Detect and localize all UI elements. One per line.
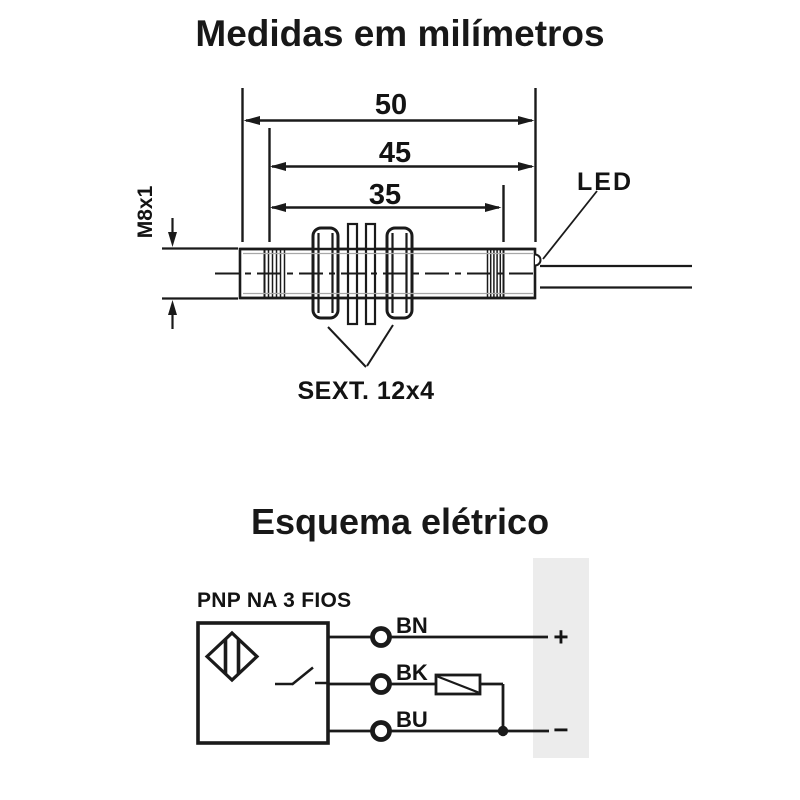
scan-artifact-band: [533, 558, 589, 758]
electrical-schematic: [196, 558, 589, 758]
wire-label-bk: BK: [396, 660, 428, 685]
wire-label-bn: BN: [396, 613, 428, 638]
arrowhead-50-left: [243, 116, 260, 125]
arrowhead-45-right: [518, 162, 535, 171]
led-leader-line: [542, 190, 598, 260]
dimensional-drawing-title: Medidas em milímetros: [195, 13, 605, 54]
dimension-label-35: 35: [368, 179, 402, 211]
sensor-symbol-diamond: [204, 630, 260, 683]
hex-leader-line-left: [327, 326, 367, 368]
thread-size-label: M8x1: [134, 185, 157, 239]
terminal-minus-label: −: [553, 714, 569, 745]
hex-size-label: SEXT. 12x4: [297, 377, 435, 405]
junction-dot: [497, 725, 509, 737]
hex-leader-line-right: [366, 324, 394, 367]
dimension-label-45: 45: [378, 137, 412, 169]
m8-arrowhead-up: [168, 300, 177, 315]
terminal-circle-bu: [370, 720, 392, 742]
schematic-title: Esquema elétrico: [250, 501, 550, 542]
switch-blade-line: [291, 666, 314, 686]
m8-arrowhead-down: [168, 232, 177, 247]
led-indicator-bump: [534, 253, 542, 267]
schematic-sensor-box: [196, 621, 330, 745]
wire-label-bu: BU: [396, 707, 428, 732]
terminal-circle-bn: [370, 626, 392, 648]
arrowhead-45-left: [270, 162, 286, 171]
load-resistor-diagonal: [437, 675, 479, 694]
circuit-type-label: PNP NA 3 FIOS: [197, 589, 352, 612]
terminal-plus-label: +: [553, 621, 569, 652]
sensor-dimensional-drawing: [162, 88, 692, 368]
arrowhead-50-right: [518, 116, 535, 125]
arrowhead-35-right: [485, 203, 502, 212]
terminal-circle-bk: [370, 673, 392, 695]
led-label: LED: [577, 168, 633, 196]
dimension-label-50: 50: [374, 89, 408, 121]
arrowhead-35-left: [270, 203, 286, 212]
